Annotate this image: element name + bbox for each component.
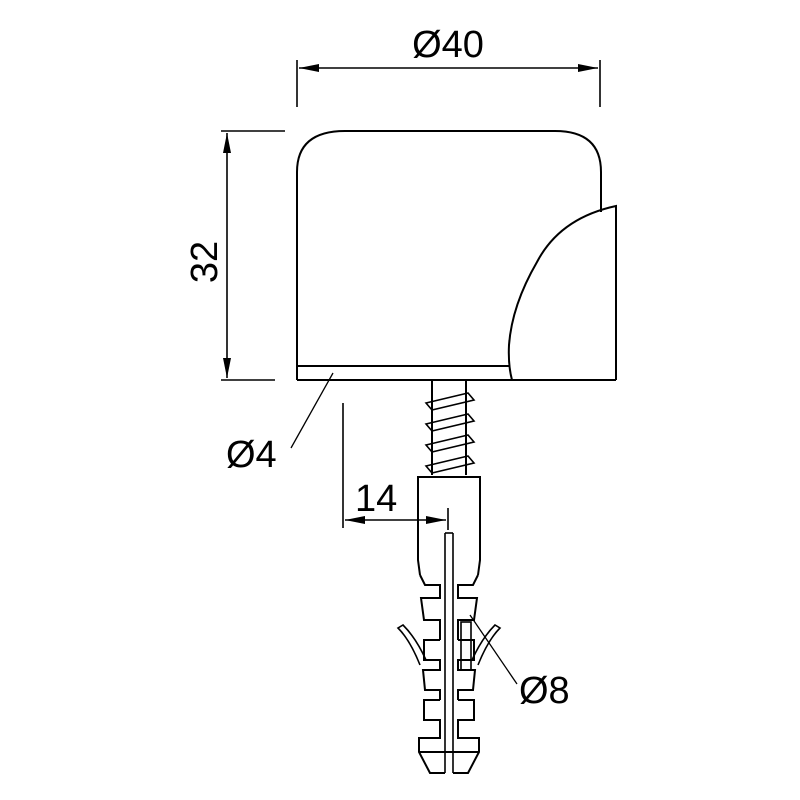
- cap-body: [296, 130, 616, 381]
- label-diameter-8: Ø8: [519, 670, 570, 712]
- screw: [424, 380, 476, 475]
- label-diameter-4: Ø4: [226, 434, 277, 476]
- wall-plug: [396, 476, 502, 774]
- label-offset-14: 14: [355, 478, 397, 520]
- label-diameter-40: Ø40: [412, 24, 484, 66]
- dimension-diameter-40: [296, 60, 601, 107]
- leader-diameter-4: [290, 372, 334, 449]
- dimension-offset-14: [342, 403, 449, 530]
- leader-diameter-8: [469, 614, 518, 685]
- label-height-32: 32: [184, 241, 226, 283]
- rubber-bumper: [507, 204, 617, 381]
- dimension-height-32: [221, 130, 285, 381]
